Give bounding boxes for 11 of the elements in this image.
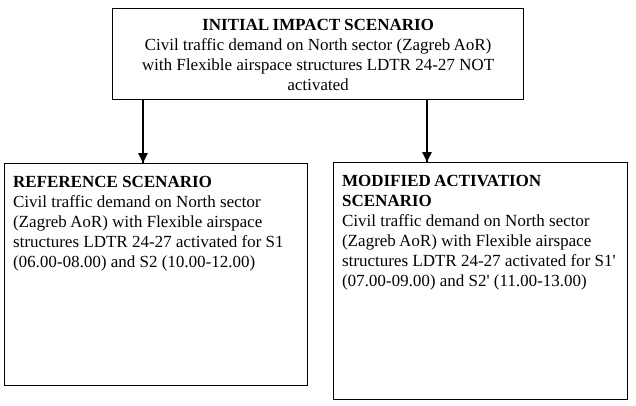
scenario-heading: INITIAL IMPACT SCENARIO <box>201 15 435 35</box>
scenario-heading: REFERENCE SCENARIO <box>13 172 213 192</box>
scenario-box <box>112 8 524 100</box>
scenario-description: Civil traffic demand on North sector (Zagreb AoR) with Flexible airspace structures LDTR 24-27 activated for S1 (06.00-08.00) and S2 (10.00-12.00) <box>13 192 285 272</box>
scenario-box <box>4 163 308 386</box>
scenario-heading: MODIFIED ACTIVATION SCENARIO <box>342 171 542 211</box>
arrow <box>138 100 148 163</box>
scenario-description: Civil traffic demand on North sector (Zagreb AoR) with Flexible airspace structures LDTR 24-27 NOT activated <box>140 35 496 95</box>
scenario-box <box>333 162 628 400</box>
arrow <box>422 100 432 162</box>
scenario-description: Civil traffic demand on North sector (Zagreb AoR) with Flexible airspace structures LDTR 24-27 activated for S1' (07.00-09.00) and S2' (11.00-13.00) <box>342 211 617 291</box>
